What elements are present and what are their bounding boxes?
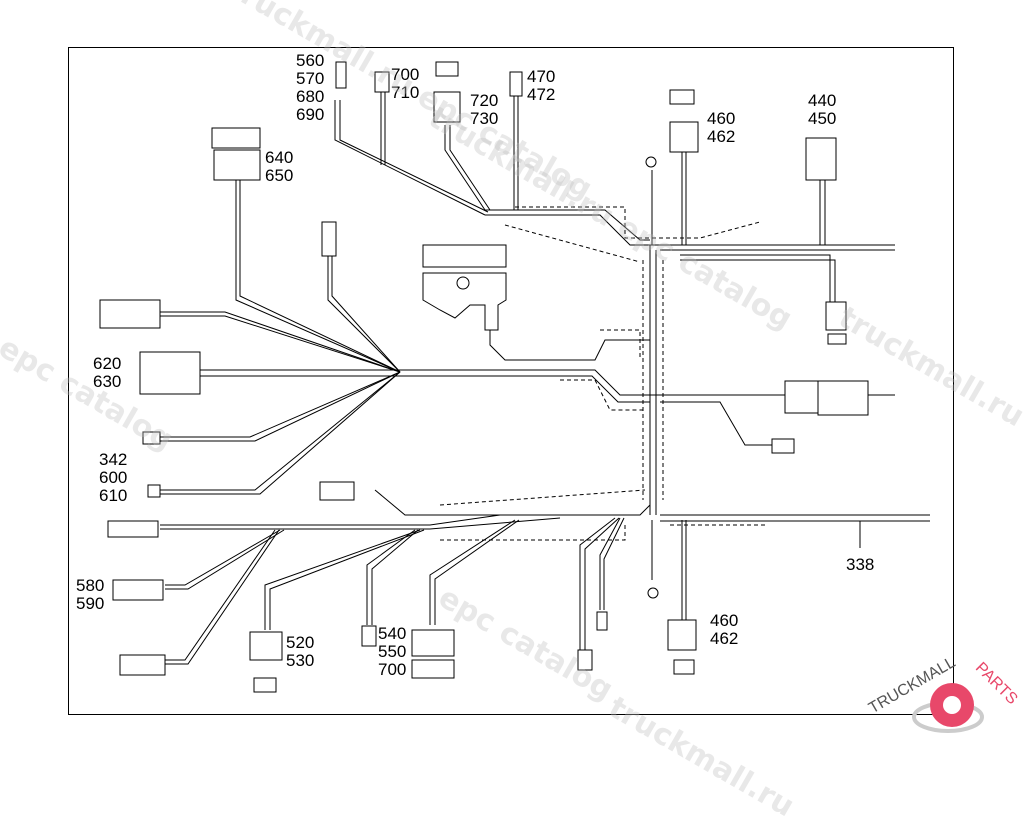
callout-440: 440 450 [808,92,836,128]
connector-multi-left [100,300,160,328]
connector-540 [362,626,376,646]
main-harness-top [485,215,895,245]
connector-640 [212,128,260,148]
callout-460-top: 460 462 [707,110,735,146]
ground-eyelet-bottom [648,588,658,598]
connector-620 [140,352,200,394]
callout-580: 580 590 [76,577,104,613]
truckmall-parts-logo: TRUCKMALL PARTS [860,655,1024,750]
connector-550 [412,630,454,656]
connector-470 [510,72,522,96]
callout-470: 470 472 [527,68,555,104]
callout-520: 520 530 [286,634,314,670]
callout-342: 342 600 610 [99,451,127,505]
connector-460-top-clip [670,90,694,104]
connector-460-top [670,122,698,152]
connector-small-top [322,222,336,256]
connector-right-pins [818,381,868,415]
callout-560: 560 570 680 690 [296,52,324,124]
connector-720-clip [436,62,458,76]
connector-left-pair-3 [120,655,165,675]
connector-440 [806,138,836,180]
connector-left-pair-1 [108,521,158,537]
connector-610 [148,485,160,497]
ecu-connector-block [423,245,506,267]
connector-mid-left [320,482,354,500]
ground-eyelet-top [646,157,656,167]
callout-338: 338 [846,556,874,574]
callout-640: 640 650 [265,149,293,185]
connector-right-round [772,439,794,453]
callout-540: 540 550 700 [378,625,406,679]
connector-460-bottom [668,620,696,650]
connector-520 [250,632,282,660]
connector-580 [113,580,163,600]
callout-460-bottom: 460 462 [710,612,738,648]
main-harness-bottom [375,490,650,515]
connector-650 [214,150,260,180]
